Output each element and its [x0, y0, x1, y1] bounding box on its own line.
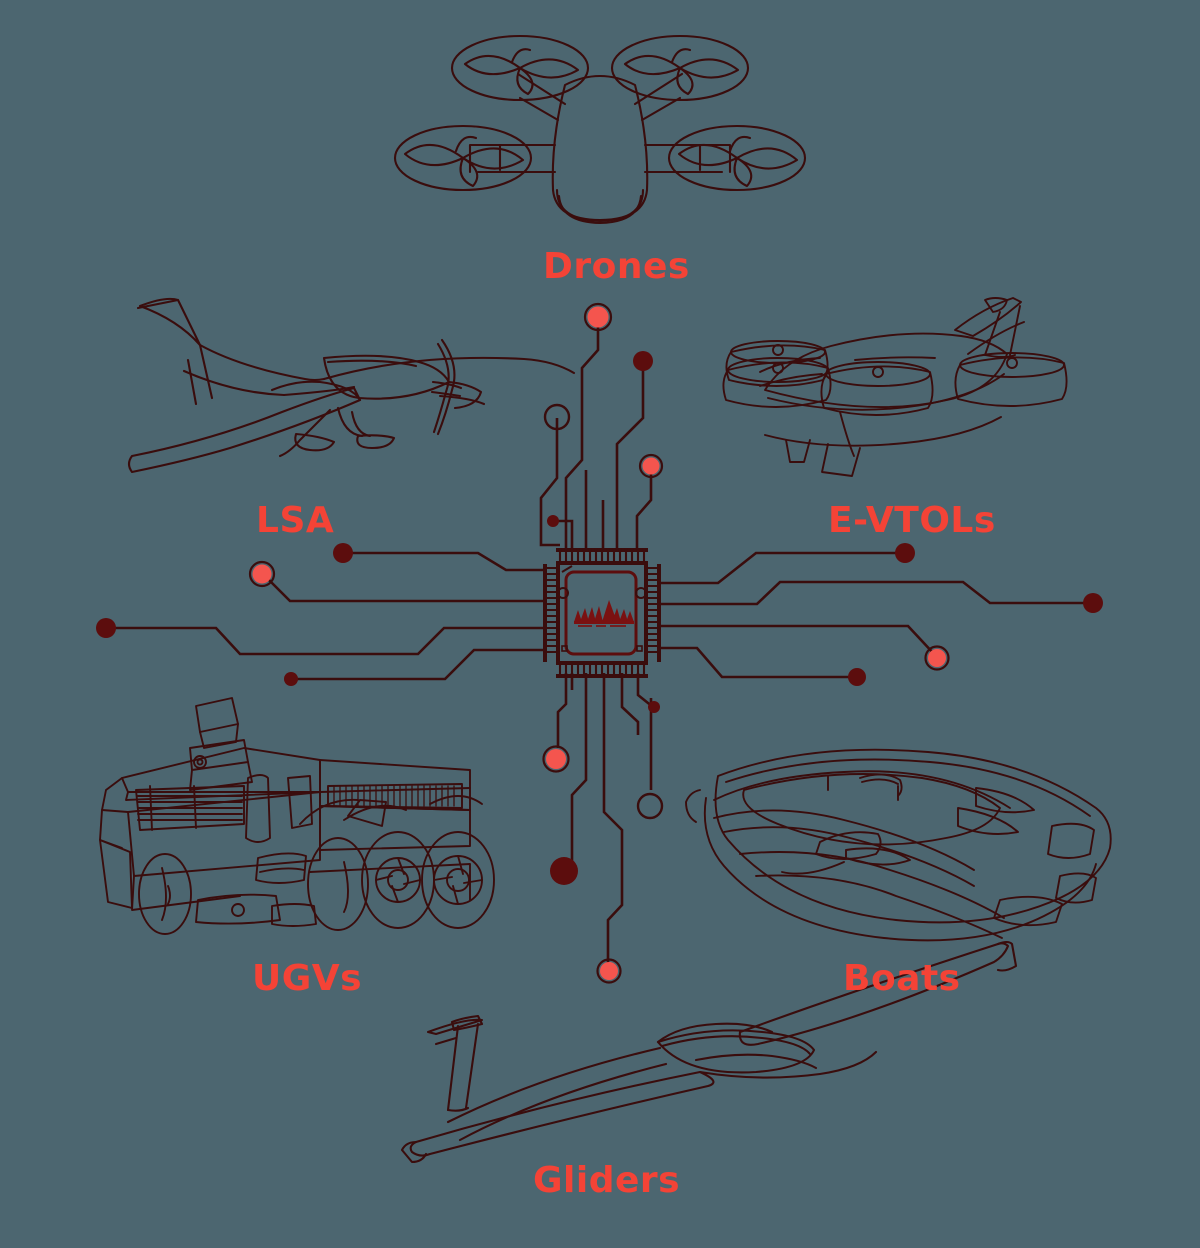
trace-top-4 — [635, 467, 653, 552]
node-dot-dark — [848, 668, 866, 686]
node-ring-hollow — [543, 403, 571, 431]
node-dot-accent — [248, 560, 276, 588]
chip-corner-mark — [636, 645, 643, 652]
node-dot-dark — [895, 543, 915, 563]
category-label-boats[interactable]: Boats — [843, 958, 961, 999]
rotor-pod — [954, 352, 1068, 407]
node-dot-dark — [648, 701, 660, 713]
chip-notch-left — [557, 587, 569, 599]
chip-body — [556, 561, 648, 665]
node-dot-dark — [547, 515, 559, 527]
chip-corner-bevel — [561, 565, 573, 573]
rotor-pod — [820, 361, 934, 416]
node-dot-accent — [596, 958, 622, 984]
trace-left-1 — [342, 551, 547, 572]
category-label-evtols[interactable]: E-VTOLs — [828, 500, 996, 541]
trace-right-4 — [660, 646, 857, 679]
node-dot-accent — [542, 745, 570, 773]
trace-left-3 — [106, 626, 547, 656]
trace-bot-5 — [636, 673, 654, 709]
node-dot-dark — [633, 351, 653, 371]
circuit-nodes — [96, 302, 1103, 984]
chip-die-window — [564, 570, 638, 656]
category-label-lsa[interactable]: LSA — [256, 500, 335, 541]
trace-left-4 — [292, 648, 547, 681]
node-dot-dark — [284, 672, 298, 686]
chip-corner-mark — [561, 645, 568, 652]
trace-top-1 — [564, 318, 600, 552]
trace-bot-2 — [570, 673, 588, 862]
trace-left-2 — [262, 573, 547, 603]
trace-right-1 — [660, 551, 905, 585]
category-label-gliders[interactable]: Gliders — [533, 1160, 681, 1201]
chip-pin-teeth — [543, 548, 661, 678]
trace-bot-3 — [602, 673, 624, 963]
node-dot-dark — [1083, 593, 1103, 613]
category-label-drones[interactable]: Drones — [543, 246, 690, 287]
node-dot-accent — [583, 302, 613, 332]
node-dot-accent — [924, 645, 950, 671]
trace-top-2 — [615, 362, 645, 552]
node-ring-hollow — [636, 792, 664, 820]
node-dot-dark — [333, 543, 353, 563]
category-label-ugvs[interactable]: UGVs — [252, 958, 363, 999]
trace-bot-1 — [556, 673, 568, 748]
trace-right-3 — [660, 624, 936, 656]
brand-logo-icon — [574, 600, 634, 627]
trace-top-3 — [539, 418, 560, 547]
trace-right-2 — [660, 580, 1093, 606]
node-dot-dark — [96, 618, 116, 638]
trace-bot-4 — [620, 673, 640, 735]
node-dot-dark — [550, 857, 578, 885]
node-dot-accent — [638, 453, 664, 479]
chip-notch-right — [635, 587, 647, 599]
